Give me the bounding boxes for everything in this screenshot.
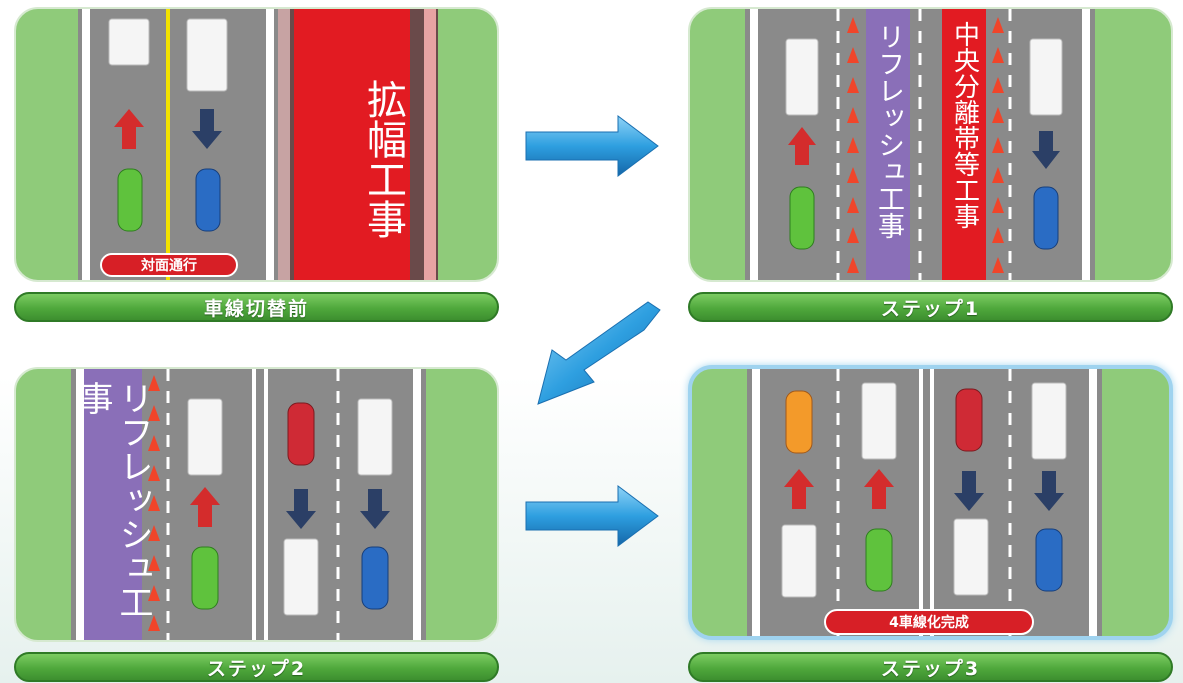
status-badge: 対面通行 — [100, 253, 238, 277]
refresh-construction-label: リフレッシュ工事 — [873, 23, 904, 239]
direction-arrow-icon — [286, 489, 316, 529]
status-badge: 4車線化完成 — [824, 609, 1034, 635]
truck-icon — [186, 18, 228, 92]
direction-arrow-icon — [190, 487, 220, 527]
direction-arrow-icon — [192, 109, 222, 149]
truck-icon — [283, 538, 319, 616]
road-diagram-before — [78, 9, 438, 280]
flow-arrow-icon — [537, 301, 661, 405]
panel-step-1: リフレッシュ工事 中央分離帯等工事 — [688, 7, 1173, 282]
car-icon — [1035, 528, 1063, 592]
direction-arrow-icon — [1032, 131, 1060, 169]
car-icon — [1033, 186, 1059, 250]
car-icon — [361, 546, 389, 610]
direction-arrow-icon — [114, 109, 144, 149]
flow-arrow-icon — [525, 485, 659, 547]
car-icon — [789, 186, 815, 250]
truck-icon — [1031, 382, 1067, 460]
road-diagram-step-2 — [71, 369, 426, 640]
truck-icon — [1029, 38, 1063, 116]
direction-arrow-icon — [788, 127, 816, 165]
direction-arrow-icon — [954, 471, 984, 511]
truck-icon — [785, 38, 819, 116]
car-icon — [195, 168, 221, 232]
truck-icon — [781, 524, 817, 598]
traffic-cone-icon — [148, 375, 160, 631]
traffic-cone-icon — [847, 17, 1004, 273]
car-icon — [785, 390, 813, 454]
truck-icon — [108, 18, 150, 66]
panel-step-2: リフレッシュ工事 — [14, 367, 499, 642]
panel-title-step-1: ステップ1 — [688, 292, 1173, 322]
car-icon — [865, 528, 893, 592]
flow-arrow-icon — [525, 115, 659, 177]
panel-title-step-2: ステップ2 — [14, 652, 499, 682]
car-icon — [955, 388, 983, 452]
car-icon — [191, 546, 219, 610]
construction-label-widening: 拡幅工事 — [360, 79, 406, 239]
road-diagram-step-3 — [747, 369, 1102, 636]
road-diagram-step-1 — [745, 9, 1095, 280]
panel-title-before-switch: 車線切替前 — [14, 292, 499, 322]
truck-icon — [187, 398, 223, 476]
panel-step-3: 4車線化完成 — [688, 365, 1173, 640]
direction-arrow-icon — [784, 469, 814, 509]
panel-before-switch: 拡幅工事 対面通行 — [14, 7, 499, 282]
truck-icon — [357, 398, 393, 476]
truck-icon — [953, 518, 989, 596]
direction-arrow-icon — [360, 489, 390, 529]
median-construction-label: 中央分離帯等工事 — [949, 21, 980, 229]
direction-arrow-icon — [1034, 471, 1064, 511]
car-icon — [117, 168, 143, 232]
direction-arrow-icon — [864, 469, 894, 509]
panel-title-step-3: ステップ3 — [688, 652, 1173, 682]
truck-icon — [861, 382, 897, 460]
car-icon — [287, 402, 315, 466]
refresh-construction-label: リフレッシュ工事 — [73, 381, 153, 619]
